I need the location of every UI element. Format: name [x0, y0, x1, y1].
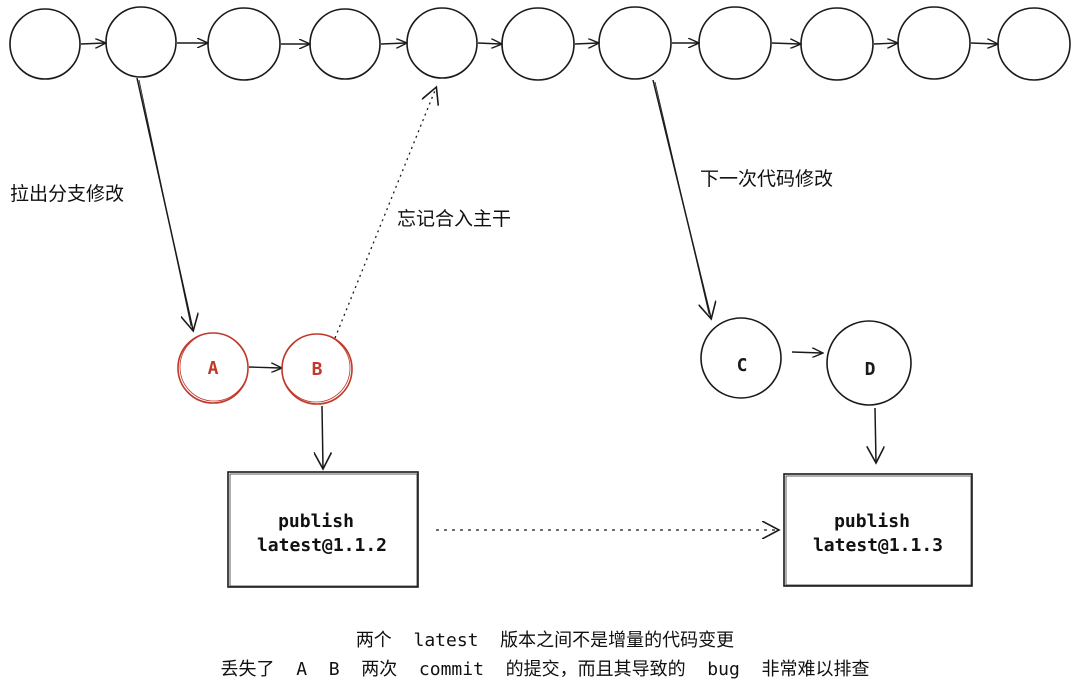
trunk-arrows [80, 43, 997, 44]
publish-box-first: publish latest@1.1.2 [227, 471, 419, 588]
publish-box-first-line2: latest@1.1.2 [257, 535, 387, 556]
next-change-arrow-sketch [654, 81, 710, 315]
publish-box-second: publish latest@1.1.3 [783, 473, 973, 587]
publish-box-second-line2: latest@1.1.3 [813, 535, 943, 556]
trunk-commit-9 [800, 7, 874, 81]
publish-box-first-frame [227, 471, 419, 588]
commit-b-node-sketch [281, 333, 351, 403]
d-to-publish-arrow [875, 407, 876, 462]
branch-cd: C D [700, 317, 912, 406]
c-to-d-arrow [791, 352, 822, 353]
commit-a-node-sketch [179, 332, 249, 402]
trunk-commit-8 [698, 6, 772, 80]
commit-d-label: D [865, 359, 876, 380]
annotation-next-change: 下一次代码修改 [700, 168, 833, 190]
annotation-branch-out: 拉出分支修改 [10, 183, 124, 205]
trunk-commit-7 [598, 6, 672, 80]
publish-box-first-line1: publish [278, 511, 354, 532]
trunk-commit-5 [406, 7, 478, 79]
trunk-arrow-10 [970, 43, 997, 44]
trunk-commit-2 [105, 6, 177, 78]
commit-c-node [700, 317, 782, 399]
publish-box-second-frame-sketch [785, 475, 972, 586]
trunk-commit-4 [309, 8, 381, 80]
commit-b-label: B [312, 359, 323, 380]
footer-line-1: 两个 latest 版本之间不是增量的代码变更 [356, 630, 734, 651]
trunk-arrow-6 [574, 43, 598, 44]
branch-out-arrow-sketch [138, 79, 192, 327]
commit-d-node [826, 320, 912, 406]
trunk-commit-3 [207, 7, 281, 81]
trunk [9, 6, 1071, 81]
trunk-arrow-8 [771, 43, 800, 44]
branch-ab: A B [177, 332, 353, 405]
annotation-forgot-merge: 忘记合入主干 [397, 208, 511, 230]
a-to-b-arrow [248, 367, 281, 368]
commit-a-label: A [208, 358, 219, 379]
b-to-publish-arrow [322, 405, 323, 468]
publish-box-first-frame-sketch [229, 473, 418, 587]
trunk-arrow-4 [380, 43, 406, 44]
trunk-commit-6 [501, 7, 575, 81]
trunk-arrow-1 [80, 43, 105, 44]
trunk-commit-1 [9, 8, 81, 80]
trunk-commit-11 [997, 7, 1071, 81]
trunk-arrow-5 [477, 43, 501, 44]
publish-box-second-line1: publish [834, 511, 910, 532]
publish-box-second-frame [783, 473, 973, 587]
trunk-commit-10 [897, 6, 971, 80]
commit-c-label: C [737, 355, 748, 376]
trunk-arrow-9 [873, 43, 897, 44]
footer-line-2: 丢失了 A B 两次 commit 的提交，而且其导致的 bug 非常难以排查 [221, 659, 870, 680]
